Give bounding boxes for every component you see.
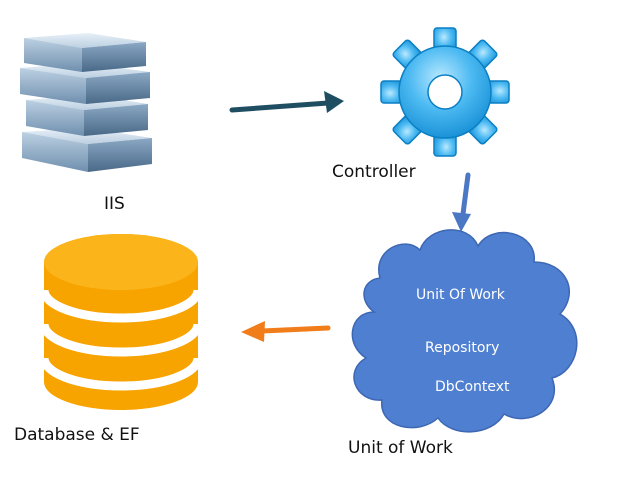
controller-label: Controller <box>332 162 416 182</box>
uow-item-repository: Repository <box>425 340 499 356</box>
cloud-icon <box>351 229 578 433</box>
uow-item-unit-of-work: Unit Of Work <box>416 287 506 303</box>
iis-label: IIS <box>104 194 125 214</box>
arrow-controller-to-uow <box>452 172 471 232</box>
gear-icon <box>380 27 510 157</box>
arrow-iis-to-controller <box>229 91 344 113</box>
server-stack-icon <box>20 33 152 172</box>
unit-of-work-label: Unit of Work <box>348 438 453 458</box>
database-label: Database & EF <box>14 425 140 445</box>
arrow-uow-to-database <box>241 321 331 342</box>
database-icon <box>39 234 203 410</box>
uow-item-dbcontext: DbContext <box>435 379 510 395</box>
